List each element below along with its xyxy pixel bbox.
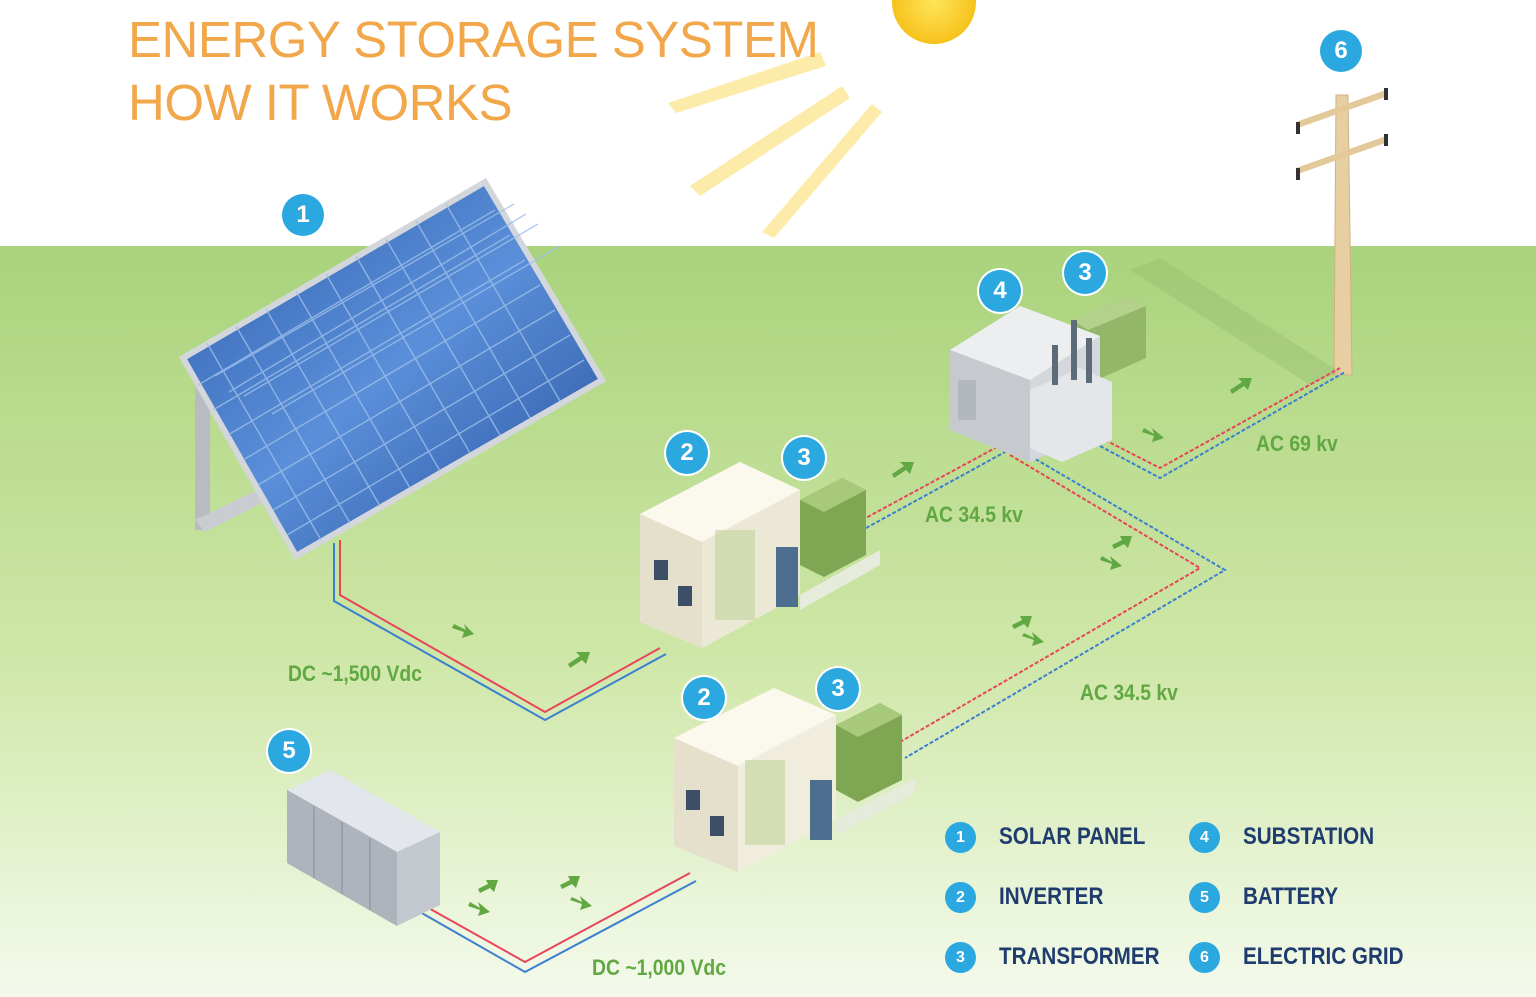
legend-badge: 1 <box>945 821 976 853</box>
badge-substation-transformer: 3 <box>1064 252 1106 294</box>
label-ac-bottom: AC 34.5 kv <box>1080 680 1178 705</box>
substation-icon <box>950 296 1146 462</box>
legend-badge: 4 <box>1189 821 1220 853</box>
dc-solar-wire <box>333 540 667 722</box>
badge-inverter-bottom: 2 <box>683 677 725 719</box>
legend-badge: 6 <box>1189 941 1220 973</box>
legend-item-substation: 4 SUBSTATION <box>1189 817 1395 857</box>
legend-badge: 5 <box>1189 881 1220 913</box>
badge-transformer-bottom: 3 <box>817 668 859 710</box>
badge-solar-panel: 1 <box>282 194 324 236</box>
legend-label: SUBSTATION <box>1243 823 1375 850</box>
legend-label: TRANSFORMER <box>999 943 1160 970</box>
label-dc-solar: DC ~1,500 Vdc <box>288 661 422 686</box>
legend-item-battery: 5 BATTERY <box>1189 877 1354 917</box>
legend-label: ELECTRIC GRID <box>1243 943 1404 970</box>
page-title: ENERGY STORAGE SYSTEM HOW IT WORKS <box>128 8 819 134</box>
legend-label: BATTERY <box>1243 883 1339 910</box>
sun-icon <box>668 0 976 238</box>
label-ac-grid: AC 69 kv <box>1256 431 1338 456</box>
transformer-bottom-icon <box>836 703 902 802</box>
utility-pole-icon <box>1130 88 1388 385</box>
inverter-bottom-icon <box>674 688 915 872</box>
badge-substation: 4 <box>979 270 1021 312</box>
ac-wires <box>861 367 1346 759</box>
flow-arrows <box>452 378 1252 916</box>
transformer-top-icon <box>800 478 866 577</box>
legend-item-solar-panel: 1 SOLAR PANEL <box>945 817 1169 857</box>
legend-item-electric-grid: 6 ELECTRIC GRID <box>1189 937 1430 977</box>
dc-battery-wire <box>419 872 697 974</box>
badge-electric-grid: 6 <box>1320 30 1362 72</box>
title-line-2: HOW IT WORKS <box>128 74 513 131</box>
inverter-top-icon <box>640 462 880 648</box>
label-dc-battery: DC ~1,000 Vdc <box>592 955 726 980</box>
legend-item-transformer: 3 TRANSFORMER <box>945 937 1186 977</box>
badge-battery: 5 <box>268 730 310 772</box>
solar-panel-icon <box>178 177 607 561</box>
badge-inverter-top: 2 <box>666 432 708 474</box>
legend-label: INVERTER <box>999 883 1104 910</box>
battery-icon <box>287 770 440 926</box>
legend-label: SOLAR PANEL <box>999 823 1146 850</box>
legend-badge: 2 <box>945 881 976 913</box>
title-line-1: ENERGY STORAGE SYSTEM <box>128 11 819 68</box>
legend-item-inverter: 2 INVERTER <box>945 877 1120 917</box>
badge-transformer-top: 3 <box>783 437 825 479</box>
label-ac-top: AC 34.5 kv <box>925 502 1023 527</box>
legend-badge: 3 <box>945 941 976 973</box>
legend: 1 SOLAR PANEL 2 INVERTER 3 TRANSFORMER 4… <box>945 815 1415 985</box>
